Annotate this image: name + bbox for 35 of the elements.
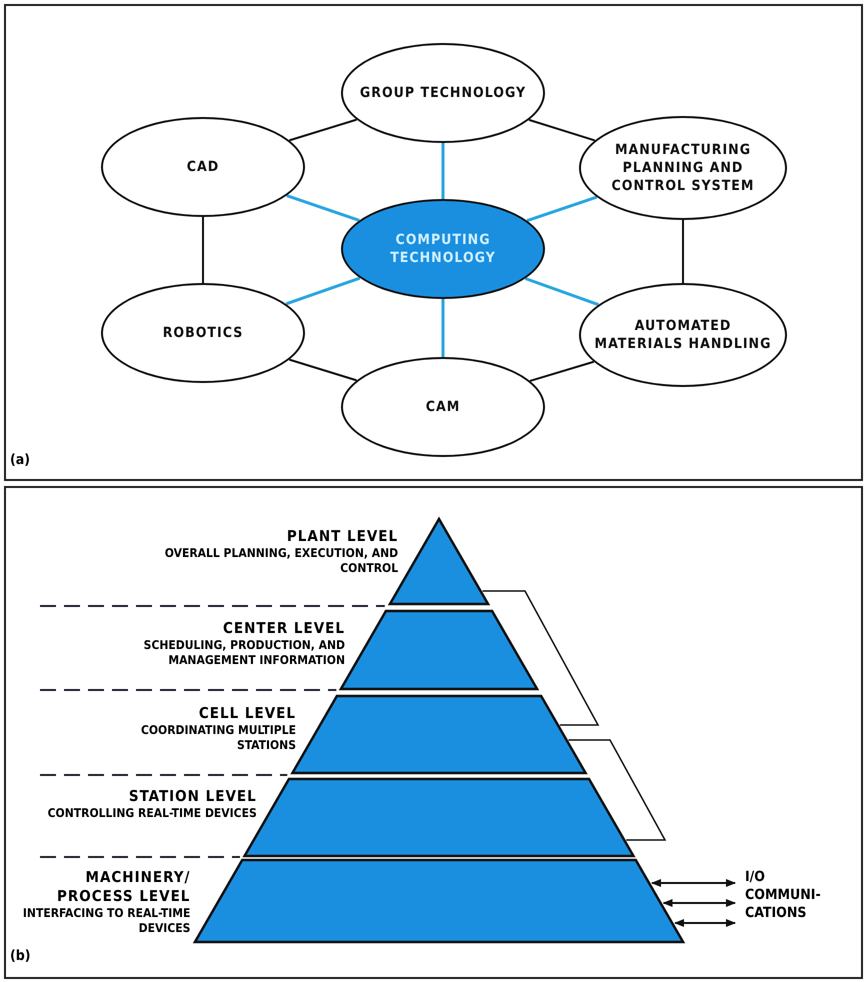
connector-line	[526, 196, 598, 222]
node-label: AUTOMATED MATERIALS HANDLING	[594, 317, 772, 353]
panel-label: (a)	[10, 452, 30, 468]
level-description: CONTROLLING REAL-TIME DEVICES	[46, 806, 257, 821]
double-arrow	[651, 879, 736, 887]
node-label: CAD	[186, 158, 220, 176]
connector-line	[442, 299, 444, 357]
level-title: CELL LEVEL	[198, 704, 296, 723]
level-description: OVERALL PLANNING, EXECUTION, AND CONTROL	[164, 546, 398, 576]
node-label: CAM	[426, 398, 460, 416]
level-title: PLANT LEVEL	[286, 527, 398, 546]
connector-line	[530, 360, 594, 382]
level-description: SCHEDULING, PRODUCTION, AND MANAGEMENT INFORMATION	[142, 638, 346, 668]
node-label: ROBOTICS	[162, 324, 244, 342]
double-arrow	[662, 899, 736, 907]
node-label: MANUFACTURING PLANNING AND CONTROL SYSTEM	[610, 141, 756, 195]
connector-line	[682, 220, 684, 283]
connector-line	[524, 277, 599, 306]
node-label: GROUP TECHNOLOGY	[360, 84, 526, 102]
connector-line	[286, 276, 360, 306]
level-title: MACHINERY/ PROCESS LEVEL	[56, 868, 190, 906]
annotation-text: I/O COMMUNI-CATIONS	[745, 868, 823, 922]
connector-line	[289, 118, 357, 142]
double-arrow	[674, 919, 736, 927]
connector-line	[289, 358, 357, 382]
connector-line	[528, 118, 596, 142]
level-description: INTERFACING TO REAL-TIME DEVICES	[22, 906, 190, 936]
panel-label: (b)	[10, 948, 31, 964]
level-description: COORDINATING MULTIPLE STATIONS	[140, 723, 296, 753]
connector-line	[286, 194, 360, 222]
level-title: STATION LEVEL	[128, 787, 257, 806]
connector-line	[202, 217, 204, 283]
level-title: CENTER LEVEL	[222, 619, 346, 638]
node-label: COMPUTING TECHNOLOGY	[389, 231, 497, 267]
connector-line	[442, 143, 444, 199]
